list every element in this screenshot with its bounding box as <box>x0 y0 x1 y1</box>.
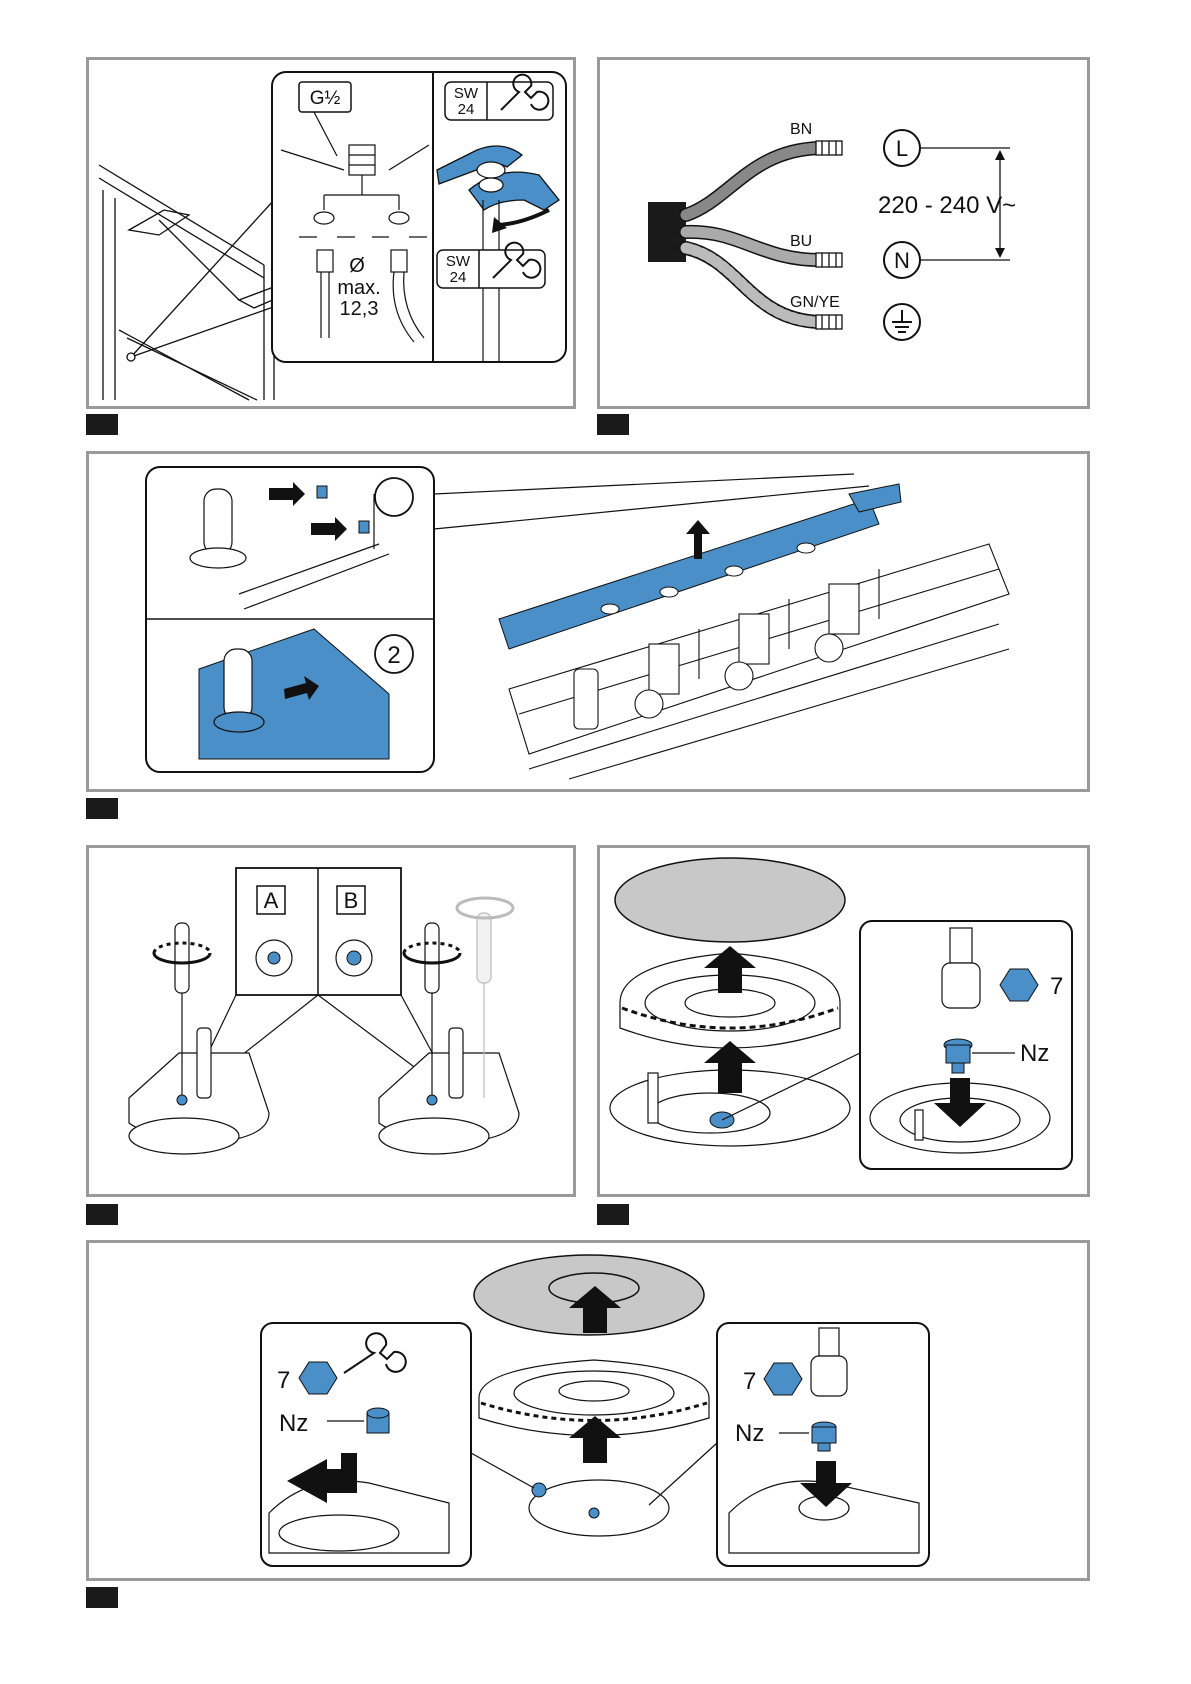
terminal-neutral: N <box>894 248 910 273</box>
voltage-label: 220 - 240 V~ <box>878 192 1016 219</box>
gas-connection-figure: G½ Ø max. 12,3 <box>86 57 576 409</box>
bypass-adjustment-figure: A B <box>86 845 576 1197</box>
max-label: max. <box>337 277 380 299</box>
wire-blue-label: BU <box>790 233 812 250</box>
terminal-live: L <box>896 136 908 161</box>
figure-number-tag-2 <box>597 414 629 435</box>
figure-number-tag-5 <box>597 1204 629 1225</box>
label-b: B <box>344 888 359 913</box>
thread-size-label: G½ <box>310 88 341 109</box>
wok-burner-nozzle-figure: 7 Nz 7 Nz <box>86 1240 1090 1581</box>
electrical-connection-figure: BN BU GN/YE L N 220 - 240 V~ <box>597 57 1090 409</box>
wrench-size-bottom: SW <box>446 253 471 270</box>
figure-number-tag-3 <box>86 798 118 819</box>
label-a: A <box>264 888 279 913</box>
step-one-marker <box>375 478 413 516</box>
control-panel-illustration: 2 <box>89 454 1087 789</box>
figure-number-tag-4 <box>86 1204 118 1225</box>
wrench-number-bottom: 24 <box>450 269 467 286</box>
wire-earth-label: GN/YE <box>790 294 840 311</box>
max-diameter-value: 12,3 <box>340 298 379 320</box>
gas-connection-illustration: G½ Ø max. 12,3 <box>89 60 573 406</box>
spanner-size: 7 <box>1050 973 1063 1000</box>
wire-brown-label: BN <box>790 121 812 138</box>
wiring-illustration: BN BU GN/YE L N 220 - 240 V~ <box>600 60 1087 406</box>
nozzle-label-left: Nz <box>279 1410 308 1437</box>
wrench-number-top: 24 <box>458 101 475 118</box>
figure-number-tag-6 <box>86 1587 118 1608</box>
burner-nozzle-illustration: 7 Nz <box>600 848 1087 1194</box>
spanner-size-right: 7 <box>743 1368 756 1395</box>
figure-number-tag-1 <box>86 414 118 435</box>
burner-cap <box>615 858 845 942</box>
nozzle-label-right: Nz <box>735 1420 764 1447</box>
wok-burner-illustration: 7 Nz 7 Nz <box>89 1243 1087 1578</box>
diameter-symbol: Ø <box>349 255 365 277</box>
wrench-size-top: SW <box>454 85 479 102</box>
bypass-illustration: A B <box>89 848 573 1194</box>
control-panel-removal-figure: 2 <box>86 451 1090 792</box>
burner-nozzle-figure: 7 Nz <box>597 845 1090 1197</box>
step-two-marker: 2 <box>387 642 400 669</box>
spanner-size-left: 7 <box>277 1367 290 1394</box>
nozzle-label: Nz <box>1020 1040 1049 1067</box>
